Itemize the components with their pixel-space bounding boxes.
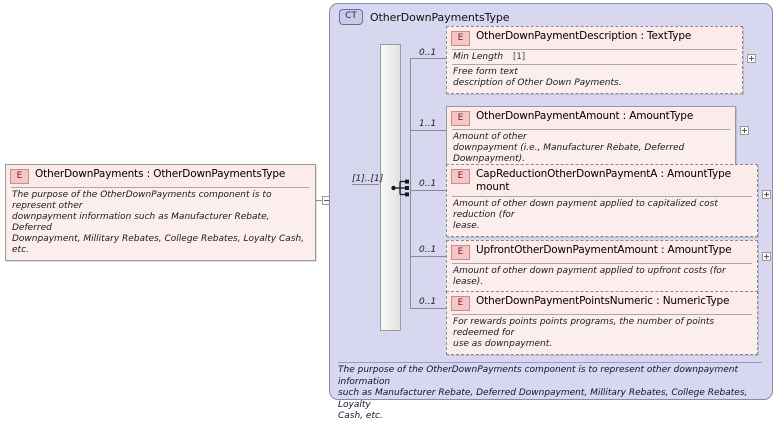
compositor-occurrence-label: [1]..[1] xyxy=(352,174,384,184)
root-element-box[interactable]: E OtherDownPayments : OtherDownPaymentsT… xyxy=(5,164,316,261)
divider xyxy=(452,49,737,50)
occurrence-label-5: 0..1 xyxy=(419,297,437,307)
element-icon: E xyxy=(10,169,29,184)
element-box-other-down-payment-points-numeric[interactable]: E OtherDownPaymentPointsNumeric : Numeri… xyxy=(446,291,758,355)
element-header: E OtherDownPaymentPointsNumeric : Numeri… xyxy=(447,292,757,314)
element-description: For rewards points points programs, the … xyxy=(453,317,715,349)
element-title: OtherDownPaymentAmount : AmountType xyxy=(476,110,694,122)
element-header: E UpfrontOtherDownPaymentAmount : Amount… xyxy=(447,241,757,263)
facet-label: Min Length xyxy=(453,52,504,62)
connector-trunk-2 xyxy=(410,185,411,308)
connector-container-to-group xyxy=(352,184,379,185)
divider xyxy=(11,187,310,188)
element-title: OtherDownPaymentDescription : TextType xyxy=(476,30,692,42)
divider xyxy=(452,314,752,315)
element-icon: E xyxy=(451,296,470,311)
divider xyxy=(452,196,752,197)
complex-type-title: OtherDownPaymentsType xyxy=(370,10,510,24)
connector-branch-3 xyxy=(410,190,446,191)
element-header: E OtherDownPaymentAmount : AmountType xyxy=(447,107,735,129)
complex-type-icon: CT xyxy=(339,9,363,25)
facet-value: [1] xyxy=(513,52,526,62)
root-element-title: OtherDownPayments : OtherDownPaymentsTyp… xyxy=(35,168,286,180)
root-element-description: The purpose of the OtherDownPayments com… xyxy=(12,190,305,255)
element-header: E OtherDownPaymentDescription : TextType xyxy=(447,27,742,49)
connector-branch-1 xyxy=(410,58,446,59)
element-icon: E xyxy=(451,169,470,184)
element-box-cap-reduction-other-down-payment-amount[interactable]: E CapReductionOtherDownPaymentA : Amount… xyxy=(446,164,758,237)
element-title: CapReductionOtherDownPaymentA : AmountTy… xyxy=(476,168,731,193)
element-title: UpfrontOtherDownPaymentAmount : AmountTy… xyxy=(476,244,732,256)
connector-branch-5 xyxy=(410,308,446,309)
element-box-other-down-payment-amount[interactable]: E OtherDownPaymentAmount : AmountType Am… xyxy=(446,106,736,170)
expand-toggle-2[interactable] xyxy=(740,126,749,135)
connector-root-to-expander xyxy=(316,200,322,201)
element-icon: E xyxy=(451,31,470,46)
connector-trunk-1 xyxy=(410,58,411,185)
root-element-header: E OtherDownPayments : OtherDownPaymentsT… xyxy=(6,165,315,187)
connector-branch-4 xyxy=(410,256,446,257)
element-description: Amount of other down payment applied to … xyxy=(453,266,726,287)
occurrence-label-2: 1..1 xyxy=(419,119,437,129)
connector-branch-2 xyxy=(410,130,446,131)
element-description: Amount of other down payment applied to … xyxy=(453,199,718,231)
expand-toggle-3[interactable] xyxy=(762,190,771,199)
footer-divider xyxy=(338,362,762,363)
element-icon: E xyxy=(451,245,470,260)
expand-toggle-4[interactable] xyxy=(762,252,771,261)
element-header: E CapReductionOtherDownPaymentA : Amount… xyxy=(447,165,757,196)
expand-toggle-1[interactable] xyxy=(747,54,756,63)
sequence-icon[interactable] xyxy=(391,179,415,197)
divider xyxy=(452,263,752,264)
element-box-other-down-payment-description[interactable]: E OtherDownPaymentDescription : TextType… xyxy=(446,26,743,94)
divider xyxy=(452,129,730,130)
divider xyxy=(452,64,737,65)
occurrence-label-3: 0..1 xyxy=(419,179,437,189)
element-description: Amount of other downpayment (i.e., Manuf… xyxy=(453,132,685,164)
complex-type-header: CT OtherDownPaymentsType xyxy=(330,4,772,25)
element-description: Free form text description of Other Down… xyxy=(453,67,622,88)
occurrence-label-1: 0..1 xyxy=(419,48,437,58)
element-title: OtherDownPaymentPointsNumeric : NumericT… xyxy=(476,295,730,307)
element-box-upfront-other-down-payment-amount[interactable]: E UpfrontOtherDownPaymentAmount : Amount… xyxy=(446,240,758,293)
facet-min-length: Min Length [1] xyxy=(447,50,742,64)
element-icon: E xyxy=(451,111,470,126)
occurrence-label-4: 0..1 xyxy=(419,245,437,255)
complex-type-description: The purpose of the OtherDownPayments com… xyxy=(338,365,748,421)
